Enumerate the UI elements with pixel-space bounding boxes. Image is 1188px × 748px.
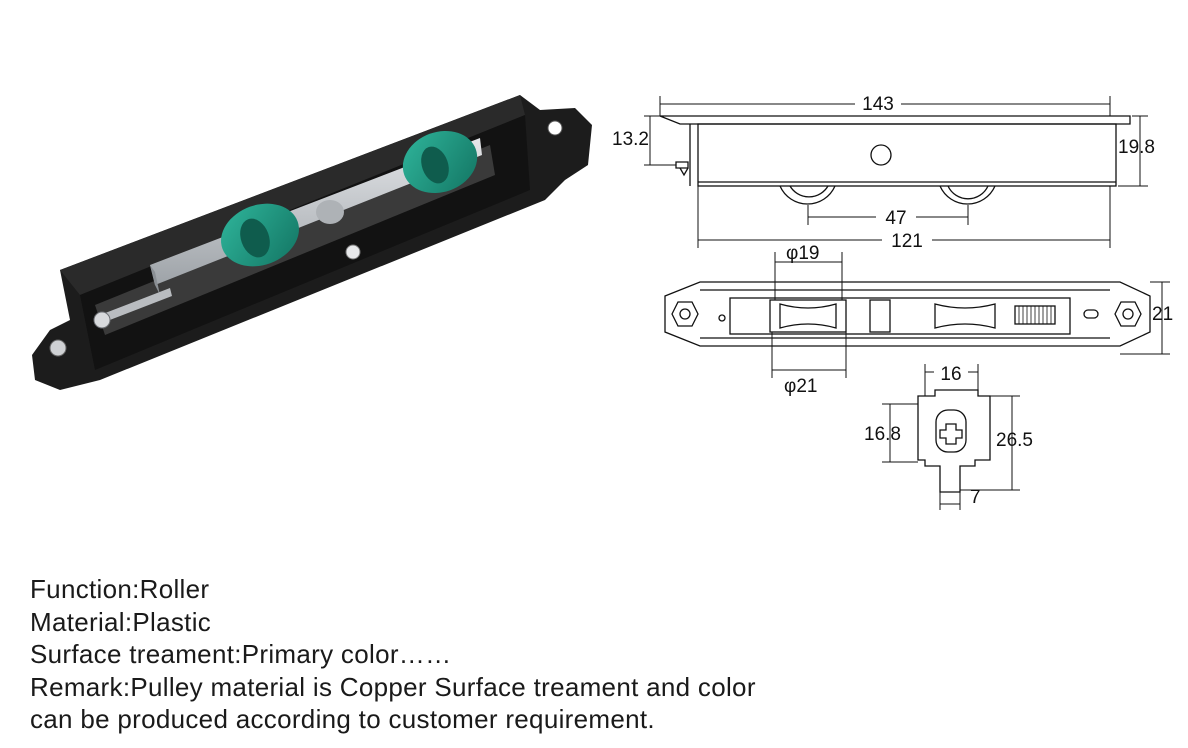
dim-body-height: 19.8	[1118, 137, 1155, 158]
spec-surface: Surface treament:Primary color……	[30, 639, 452, 669]
top-view	[664, 281, 1151, 347]
dim-section-stem: 7	[970, 487, 981, 508]
spec-remark-line2: can be produced according to customer re…	[30, 704, 655, 734]
dim-section-total-height: 26.5	[996, 430, 1033, 451]
rivet	[345, 244, 361, 260]
adjust-screw	[93, 288, 172, 329]
spec-remark-line1: Remark:Pulley material is Copper Surface…	[30, 671, 756, 702]
wheel-right	[402, 130, 478, 194]
spec-block: Function:Roller Material:Plastic Surface…	[30, 573, 756, 736]
dim-section-width: 16	[940, 364, 961, 385]
product-photo	[32, 95, 592, 390]
dim-section-height: 16.8	[864, 424, 901, 445]
wheel-left	[221, 203, 299, 267]
dim-wheel-spacing: 47	[885, 208, 906, 229]
dim-wheel-inner: φ19	[786, 243, 819, 264]
dim-width: 21	[1152, 304, 1173, 325]
spec-function: Function:Roller	[30, 574, 210, 604]
dim-lines-top	[771, 252, 1170, 378]
section-view	[917, 389, 991, 493]
dim-top-height: 13.2	[612, 129, 649, 150]
dim-body-length: 121	[891, 231, 923, 252]
end-hole-right	[547, 120, 563, 136]
end-screw-left	[49, 339, 67, 357]
dim-wheel-outer: φ21	[784, 376, 817, 397]
technical-drawing: 143 13.2 19.8 47 121 φ19 φ21 21 16 16.8 …	[612, 92, 1173, 510]
spec-material: Material:Plastic	[30, 606, 212, 637]
side-view	[659, 115, 1131, 205]
dim-total-length: 143	[862, 94, 894, 115]
axle	[316, 200, 344, 224]
